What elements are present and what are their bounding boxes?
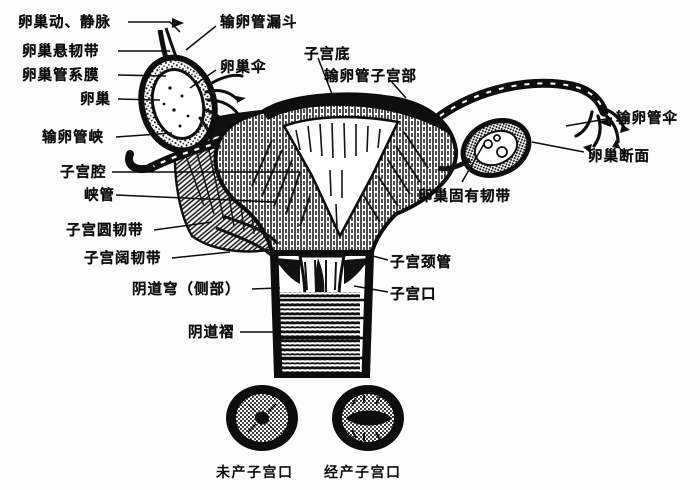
label-isthmus-uterine-tube: 输卵管峡 xyxy=(42,130,104,146)
label-uterine-cavity: 子宫腔 xyxy=(60,165,107,181)
label-cervical-canal: 子宫颈管 xyxy=(390,255,452,271)
label-fimbriae-ovarica: 卵巢伞 xyxy=(220,60,267,76)
label-ovarian-artery-vein: 卵巢动、静脉 xyxy=(18,15,111,31)
label-ovary-cut-surface: 卵巢断面 xyxy=(588,149,650,165)
leader-lines xyxy=(112,21,613,333)
label-infundibulum-uterine-tube: 输卵管漏斗 xyxy=(220,15,298,31)
label-fimbriae-of-uterine-tube: 输卵管伞 xyxy=(616,111,678,127)
label-vaginal-fornix-lateral: 阴道穹（侧部） xyxy=(132,282,241,298)
label-uterine-part-of-tube: 输卵管子宫部 xyxy=(324,69,417,85)
label-ovary: 卵巢 xyxy=(80,92,111,108)
label-proper-ligament-ovary: 卵巢固有韧带 xyxy=(418,189,511,205)
label-suspensory-ligament-ovary: 卵巢悬韧带 xyxy=(22,44,100,60)
label-external-os-uterus: 子宫口 xyxy=(390,287,437,303)
label-fundus-of-uterus: 子宫底 xyxy=(304,47,351,63)
right-ovary-cut-shape xyxy=(437,118,532,178)
inset-parous-os xyxy=(332,385,404,451)
leader-arrowheads xyxy=(172,18,612,127)
inset-nulliparous-os xyxy=(226,385,298,451)
cervix-vagina-shape xyxy=(269,252,375,378)
label-round-ligament-uterus: 子宫圆韧带 xyxy=(66,223,144,239)
label-vaginal-rugae: 阴道褶 xyxy=(188,325,235,341)
label-mesosalpinx: 卵巢管系膜 xyxy=(22,68,100,84)
label-isthmus-canal: 峡管 xyxy=(84,188,115,204)
right-uterine-tube-shape xyxy=(435,78,630,153)
label-broad-ligament-uterus: 子宫阔韧带 xyxy=(84,251,162,267)
caption-nulliparous-os: 未产子宫口 xyxy=(216,465,294,481)
round-ligament-shape xyxy=(215,214,280,258)
caption-parous-os: 经产子宫口 xyxy=(324,465,402,481)
